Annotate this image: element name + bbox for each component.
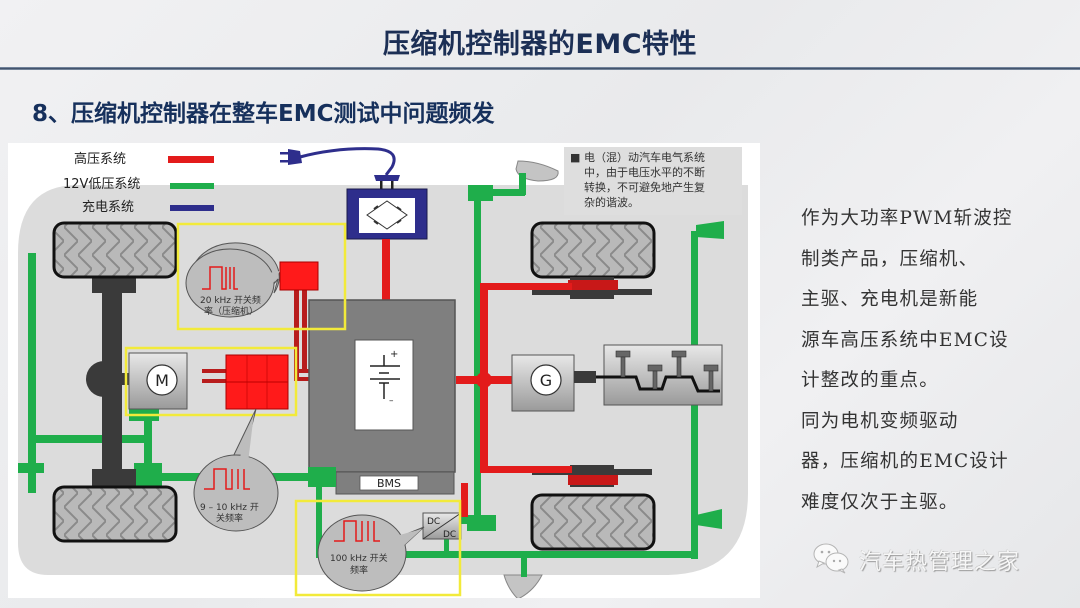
explanation-text: 作为大功率PWM斩波控 制类产品，压缩机、 主驱、充电机是新能 源车高压系统中E… xyxy=(801,199,1033,523)
pwm-waveform-icon xyxy=(204,468,250,490)
brand-name: 汽车热管理之家 xyxy=(859,550,1021,575)
drive-motor: M xyxy=(128,352,188,410)
paragraph-2-line-2: 器，压缩机的EMC设计 xyxy=(801,451,1009,472)
legend-label-charging: 充电系统 xyxy=(82,199,134,215)
note-line-2: 中，由于电压水平的不断 xyxy=(584,165,705,179)
rectifier-charger xyxy=(346,188,428,240)
rear-axle xyxy=(86,275,136,487)
bms-label: BMS xyxy=(377,477,401,490)
bubble-drive-line-2: 关频率 xyxy=(216,512,243,524)
paragraph-1-line-4: 源车高压系统中EMC设 xyxy=(801,329,1009,351)
paragraph-1-line-5: 计整改的重点。 xyxy=(801,370,939,391)
bubble-compressor-frequency: 20 kHz 开关频 率（压缩机） xyxy=(185,242,280,318)
bubble-compressor-line-2: 率（压缩机） xyxy=(204,305,258,317)
paragraph-2-line-3: 难度仅次于主驱。 xyxy=(801,491,959,513)
title-divider xyxy=(0,67,1080,70)
drive-inverter xyxy=(225,354,289,410)
note-bullet: ■ xyxy=(570,151,580,164)
bubble-dcdc-line-2: 频率 xyxy=(350,564,368,576)
bubble-drive-frequency: 9 – 10 kHz 开 关频率 xyxy=(193,408,279,532)
dcdc-converter: DC DC xyxy=(422,512,462,540)
highlight-boxes xyxy=(124,222,462,597)
brand-watermark: 汽车热管理之家 xyxy=(811,540,1020,580)
battery-minus-label: – xyxy=(389,396,394,406)
highlight-dcdc xyxy=(294,499,462,597)
slide-title: 压缩机控制器的EMC特性 xyxy=(382,29,698,60)
bubble-dcdc-line-1: 100 kHz 开关 xyxy=(330,552,388,564)
legend: 高压系统 12V低压系统 充电系统 xyxy=(63,151,214,215)
paragraph-1-line-1: 作为大功率PWM斩波控 xyxy=(801,208,1013,229)
wechat-icon xyxy=(811,541,851,579)
pwm-waveform-icon xyxy=(202,266,238,290)
dcdc-label-bottom: DC xyxy=(443,530,456,540)
wheel-front-right xyxy=(530,465,656,551)
generator: G xyxy=(511,354,596,412)
bubble-compressor-line-1: 20 kHz 开关频 xyxy=(200,294,261,306)
legend-swatch-charging xyxy=(170,205,214,211)
compressor-controller xyxy=(279,261,319,291)
bubble-dcdc-frequency: 100 kHz 开关 频率 xyxy=(317,514,425,592)
battery-plus-label: + xyxy=(390,349,398,360)
wheel-rear-right xyxy=(52,485,178,543)
wheel-front-left xyxy=(530,221,656,299)
highlight-compressor xyxy=(176,222,347,331)
motor-label: M xyxy=(155,371,169,390)
note-line-3: 转换，不可避免地产生复 xyxy=(584,180,705,194)
legend-label-high-voltage: 高压系统 xyxy=(74,151,126,167)
generator-label: G xyxy=(540,371,552,390)
paragraph-2-line-1: 同为电机变频驱动 xyxy=(801,410,959,432)
ev-electrical-system-diagram: 高压系统 12V低压系统 充电系统 ■ 电（混 xyxy=(8,143,760,598)
engine xyxy=(596,344,723,406)
wheel-rear-left xyxy=(52,221,178,279)
side-mirror-bottom xyxy=(503,574,543,598)
legend-swatch-high-voltage xyxy=(168,156,214,163)
note-line-1: 电（混）动汽车电气系统 xyxy=(584,150,705,164)
bubble-drive-line-1: 9 – 10 kHz 开 xyxy=(200,502,259,513)
paragraph-1-line-2: 制类产品，压缩机、 xyxy=(801,248,979,270)
harmonics-note: ■ 电（混）动汽车电气系统 中，由于电压水平的不断 转换，不可避免地产生复 杂的… xyxy=(564,147,742,215)
slide-subtitle: 8、压缩机控制器在整车EMC测试中问题频发 xyxy=(32,101,495,127)
dcdc-label-top: DC xyxy=(427,517,440,527)
legend-swatch-low-voltage xyxy=(170,183,214,189)
highlight-drive xyxy=(124,346,298,417)
note-line-4: 杂的谐波。 xyxy=(584,195,639,209)
hv-battery-pack: + – BMS xyxy=(308,299,456,495)
battery-icon xyxy=(370,355,400,399)
paragraph-1-line-3: 主驱、充电机是新能 xyxy=(801,289,979,310)
pwm-waveform-icon xyxy=(334,520,380,542)
charging-plug-icon xyxy=(280,147,400,189)
legend-label-low-voltage: 12V低压系统 xyxy=(63,177,140,192)
